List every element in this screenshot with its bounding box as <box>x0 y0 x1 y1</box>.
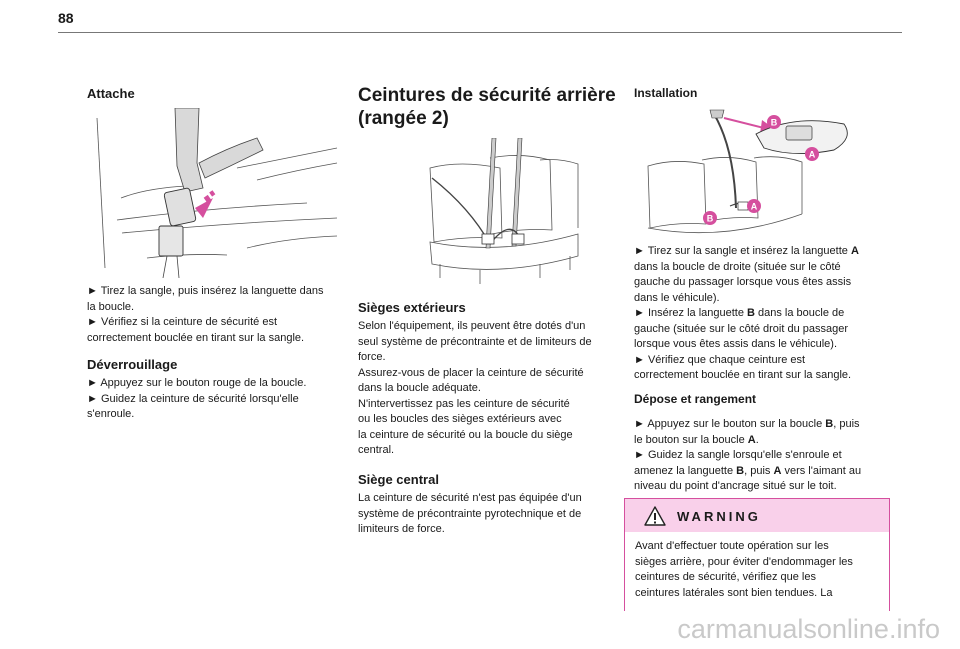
text-line: lorsque vous êtes assis dans le véhicule… <box>634 338 837 350</box>
text-line: ► Tirez la sangle, puis insérez la langu… <box>87 285 324 297</box>
text-line: Selon l'équipement, ils peuvent être dot… <box>358 320 586 332</box>
col2-para1: Selon l'équipement, ils peuvent être dot… <box>358 319 623 459</box>
text-line: ► Guidez la ceinture de sécurité lorsqu'… <box>87 392 299 405</box>
col1-para1: ► Tirez la sangle, puis insérez la langu… <box>87 284 347 346</box>
callout-label-b: B <box>771 118 778 128</box>
text-part: ► Appuyez sur le bouton sur la boucle <box>634 418 826 430</box>
text-line: N'intervertissez pas les ceinture de séc… <box>358 397 570 410</box>
text-line: ceintures latérales sont bien tendues. L… <box>635 586 833 599</box>
text-line: dans le véhicule). <box>634 291 720 304</box>
title-line: Ceintures de sécurité arrière <box>358 85 616 106</box>
text-line: correctement bouclée en tirant sur la sa… <box>634 369 852 381</box>
text-line: force. <box>358 351 386 363</box>
section-title: Ceintures de sécurité arrière (rangée 2) <box>358 84 628 130</box>
text-line: la ceinture de sécurité ou la boucle du … <box>358 428 573 441</box>
text-bold: A <box>747 433 756 446</box>
text-line: Avant d'effectuer toute opération sur le… <box>635 540 829 552</box>
text-part: , puis <box>833 418 860 430</box>
text-part: vers l'aimant au <box>781 464 862 477</box>
heading-siege-central: Siège central <box>358 472 439 487</box>
text-line: La ceinture de sécurité n'est pas équipé… <box>358 492 582 504</box>
text-part: ► Tirez sur la sangle et insérez la lang… <box>634 245 851 257</box>
text-part: ► Insérez la languette <box>634 307 748 319</box>
text-bold: A <box>773 464 782 477</box>
text-bold: A <box>850 245 859 257</box>
text-line: Assurez-vous de placer la ceinture de sé… <box>358 366 584 379</box>
text-line: la boucle. <box>87 300 135 313</box>
col3-para-installation: ► Tirez sur la sangle et insérez la lang… <box>634 244 890 384</box>
illustration-rear-seats <box>420 138 580 286</box>
illustration-seatbelt-buckle <box>87 108 345 278</box>
page-number: 88 <box>58 10 74 26</box>
header-rule <box>58 32 902 33</box>
text-line: seul système de précontrainte et de limi… <box>358 335 592 348</box>
warning-text: Avant d'effectuer toute opération sur le… <box>635 539 883 601</box>
text-bold: B <box>747 307 755 319</box>
text-line: correctement bouclée en tirant sur la sa… <box>87 331 305 344</box>
text-line: central. <box>358 444 395 456</box>
callout-label-a: A <box>751 202 758 212</box>
callout-label-b: B <box>707 214 714 224</box>
text-line: limiteurs de force. <box>358 523 445 535</box>
heading-sieges-exterieurs: Sièges extérieurs <box>358 300 466 315</box>
heading-attache: Attache <box>87 86 135 101</box>
text-part: dans la boucle de <box>754 307 845 319</box>
text-line: dans la boucle de droite (située sur le … <box>634 260 841 273</box>
text-line: gauche du passager lorsque vous êtes ass… <box>634 276 852 288</box>
text-part: . <box>755 433 759 446</box>
watermark: carmanualsonline.info <box>677 614 940 644</box>
col2-para2: La ceinture de sécurité n'est pas équipé… <box>358 491 623 538</box>
text-line: ► Appuyez sur le bouton rouge de la bouc… <box>87 377 307 389</box>
heading-deverrouillage: Déverrouillage <box>87 357 178 372</box>
text-line: ceintures de sécurité, vérifiez que les <box>635 571 816 583</box>
text-part: le bouton sur la boucle <box>634 433 748 446</box>
illustration-installation: B A A B <box>644 108 864 242</box>
callout-label-a: A <box>809 150 816 160</box>
text-line: gauche (située sur le côté droit du pass… <box>634 322 849 335</box>
warning-triangle-icon <box>644 506 666 526</box>
text-line: ► Vérifiez que chaque ceinture est <box>634 353 806 366</box>
text-line: ► Guidez la sangle lorsqu'elle s'enroule… <box>634 449 842 461</box>
text-line: système de précontrainte pyrotechnique e… <box>358 507 582 520</box>
text-line: s'enroule. <box>87 408 135 420</box>
text-part: , puis <box>744 464 774 477</box>
text-line: niveau du point d'ancrage situé sur le t… <box>634 480 837 492</box>
col1-para2: ► Appuyez sur le bouton rouge de la bouc… <box>87 376 347 423</box>
title-line: (rangée 2) <box>358 108 449 129</box>
text-line: dans la boucle adéquate. <box>358 382 481 394</box>
text-line: ou les boucles des sièges extérieurs ave… <box>358 413 562 425</box>
warning-header: WARNING <box>625 499 889 532</box>
text-line: sièges arrière, pour éviter d'endommager… <box>635 555 853 568</box>
col3-para-depose: ► Appuyez sur le bouton sur la boucle B,… <box>634 417 890 495</box>
warning-title: WARNING <box>677 509 761 524</box>
text-bold: B <box>736 464 745 477</box>
text-part: amenez la languette <box>634 464 737 477</box>
heading-installation: Installation <box>634 86 698 100</box>
text-bold: B <box>825 418 834 430</box>
text-line: ► Vérifiez si la ceinture de sécurité es… <box>87 316 278 328</box>
heading-depose-rangement: Dépose et rangement <box>634 392 757 406</box>
warning-box: WARNING Avant d'effectuer toute opératio… <box>624 498 890 611</box>
